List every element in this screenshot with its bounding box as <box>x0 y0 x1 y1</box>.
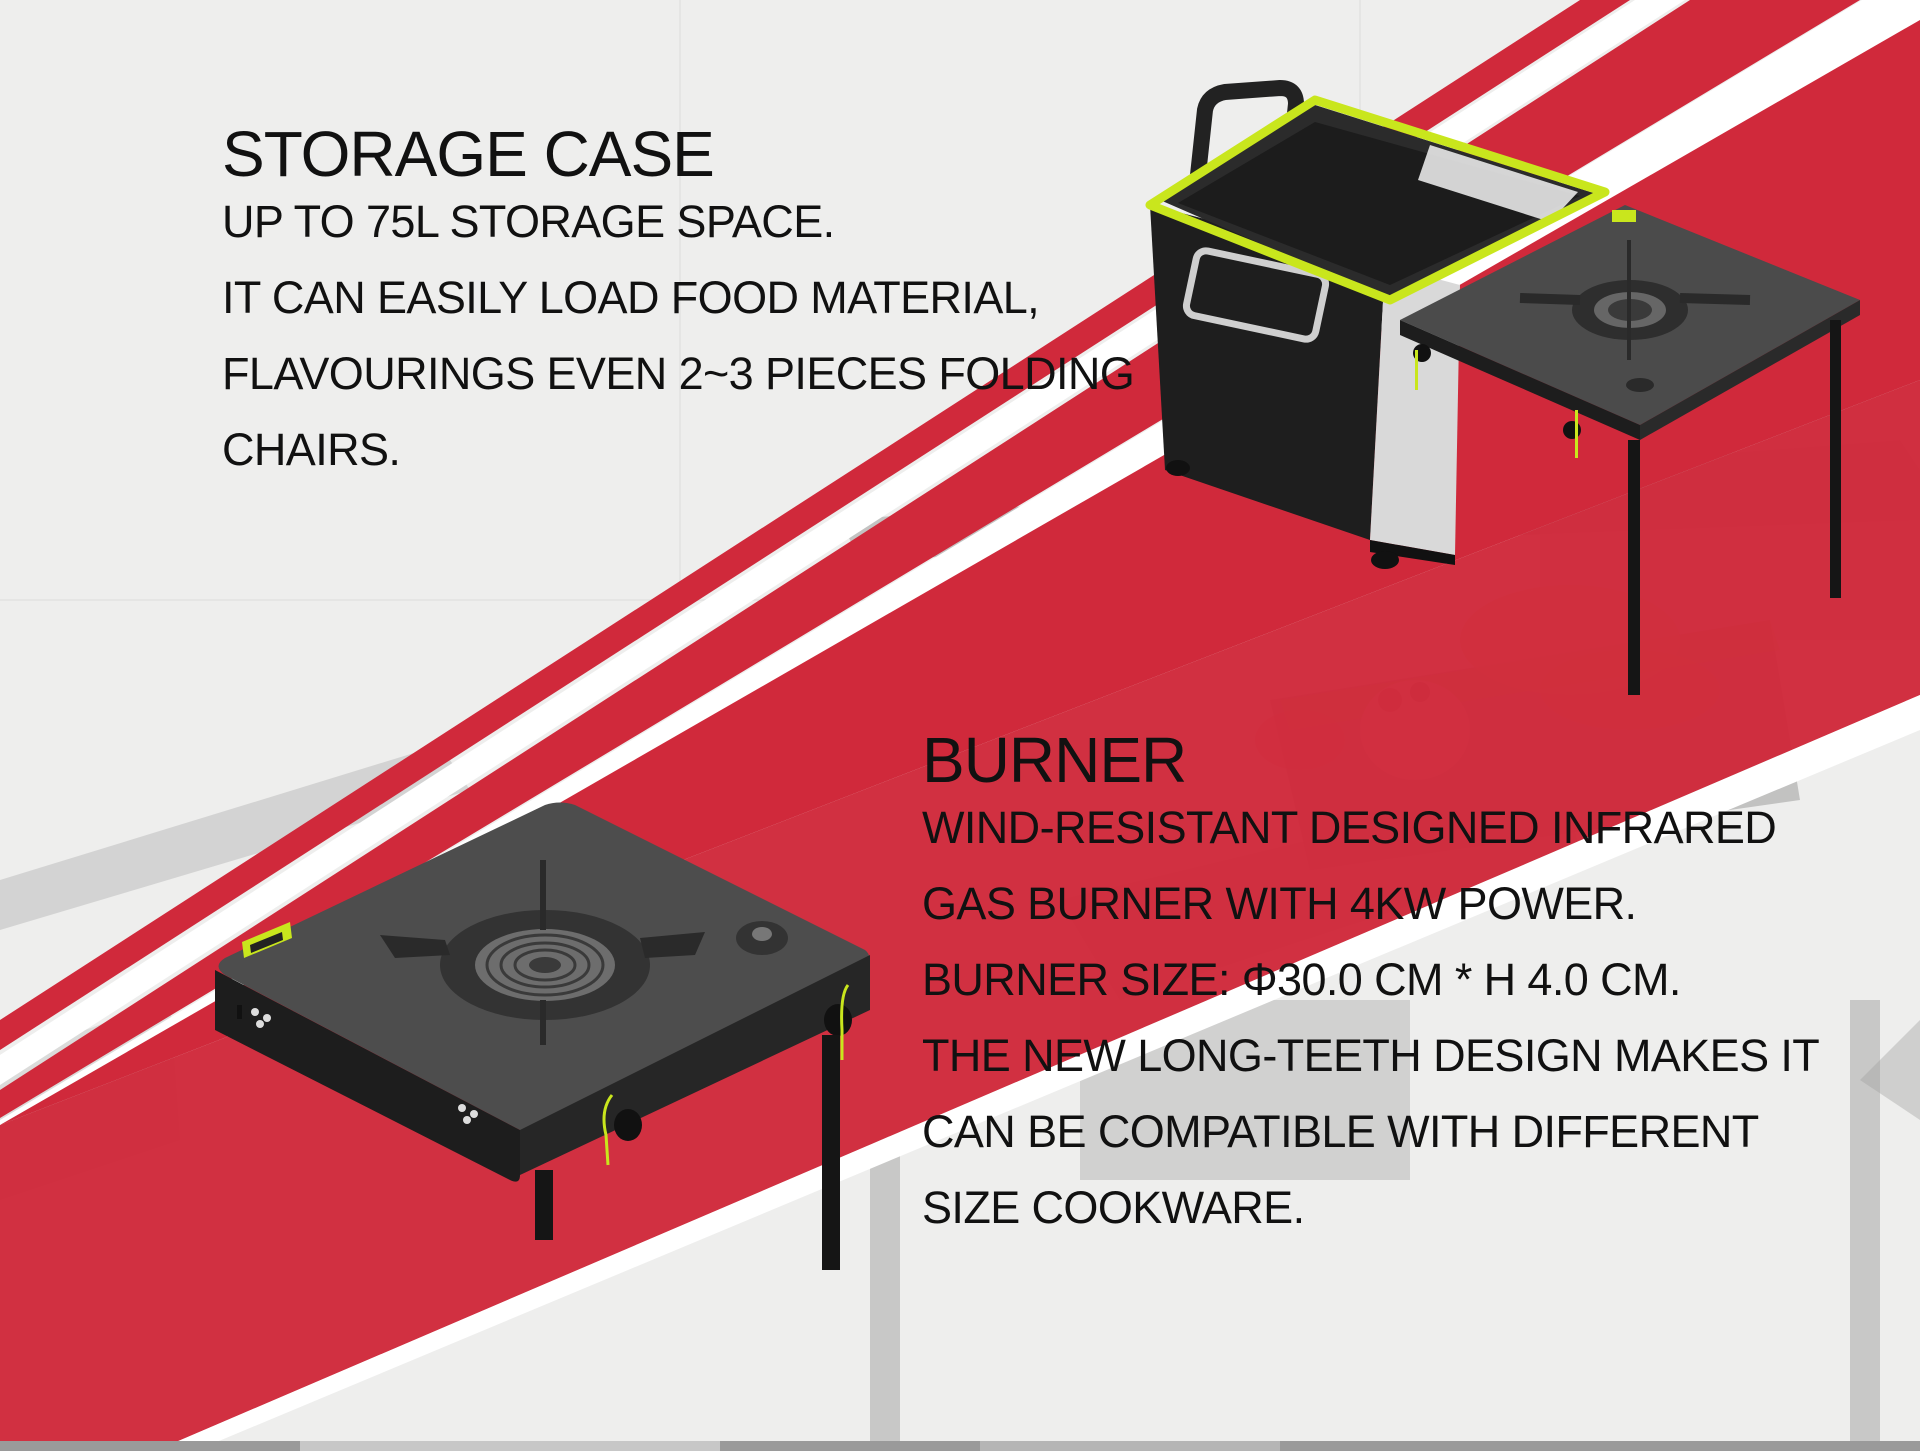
burner-line-6: SIZE COOKWARE. <box>922 1182 1305 1233</box>
storage-case-line-2: IT CAN EASILY LOAD FOOD MATERIAL, <box>222 272 1040 323</box>
burner-line-4: THE NEW LONG-TEETH DESIGN MAKES IT <box>922 1030 1820 1081</box>
storage-case-title: STORAGE CASE <box>222 118 715 190</box>
burner-line-3: BURNER SIZE: Φ30.0 CM * H 4.0 CM. <box>922 954 1681 1005</box>
storage-case-line-3: FLAVOURINGS EVEN 2~3 PIECES FOLDING <box>222 348 1135 399</box>
burner-title: BURNER <box>922 724 1187 796</box>
burner-line-5: CAN BE COMPATIBLE WITH DIFFERENT <box>922 1106 1759 1157</box>
storage-case-line-1: UP TO 75L STORAGE SPACE. <box>222 196 835 247</box>
storage-case-line-4: CHAIRS. <box>222 424 401 475</box>
burner-line-1: WIND-RESISTANT DESIGNED INFRARED <box>922 802 1777 853</box>
burner-line-2: GAS BURNER WITH 4KW POWER. <box>922 878 1637 929</box>
